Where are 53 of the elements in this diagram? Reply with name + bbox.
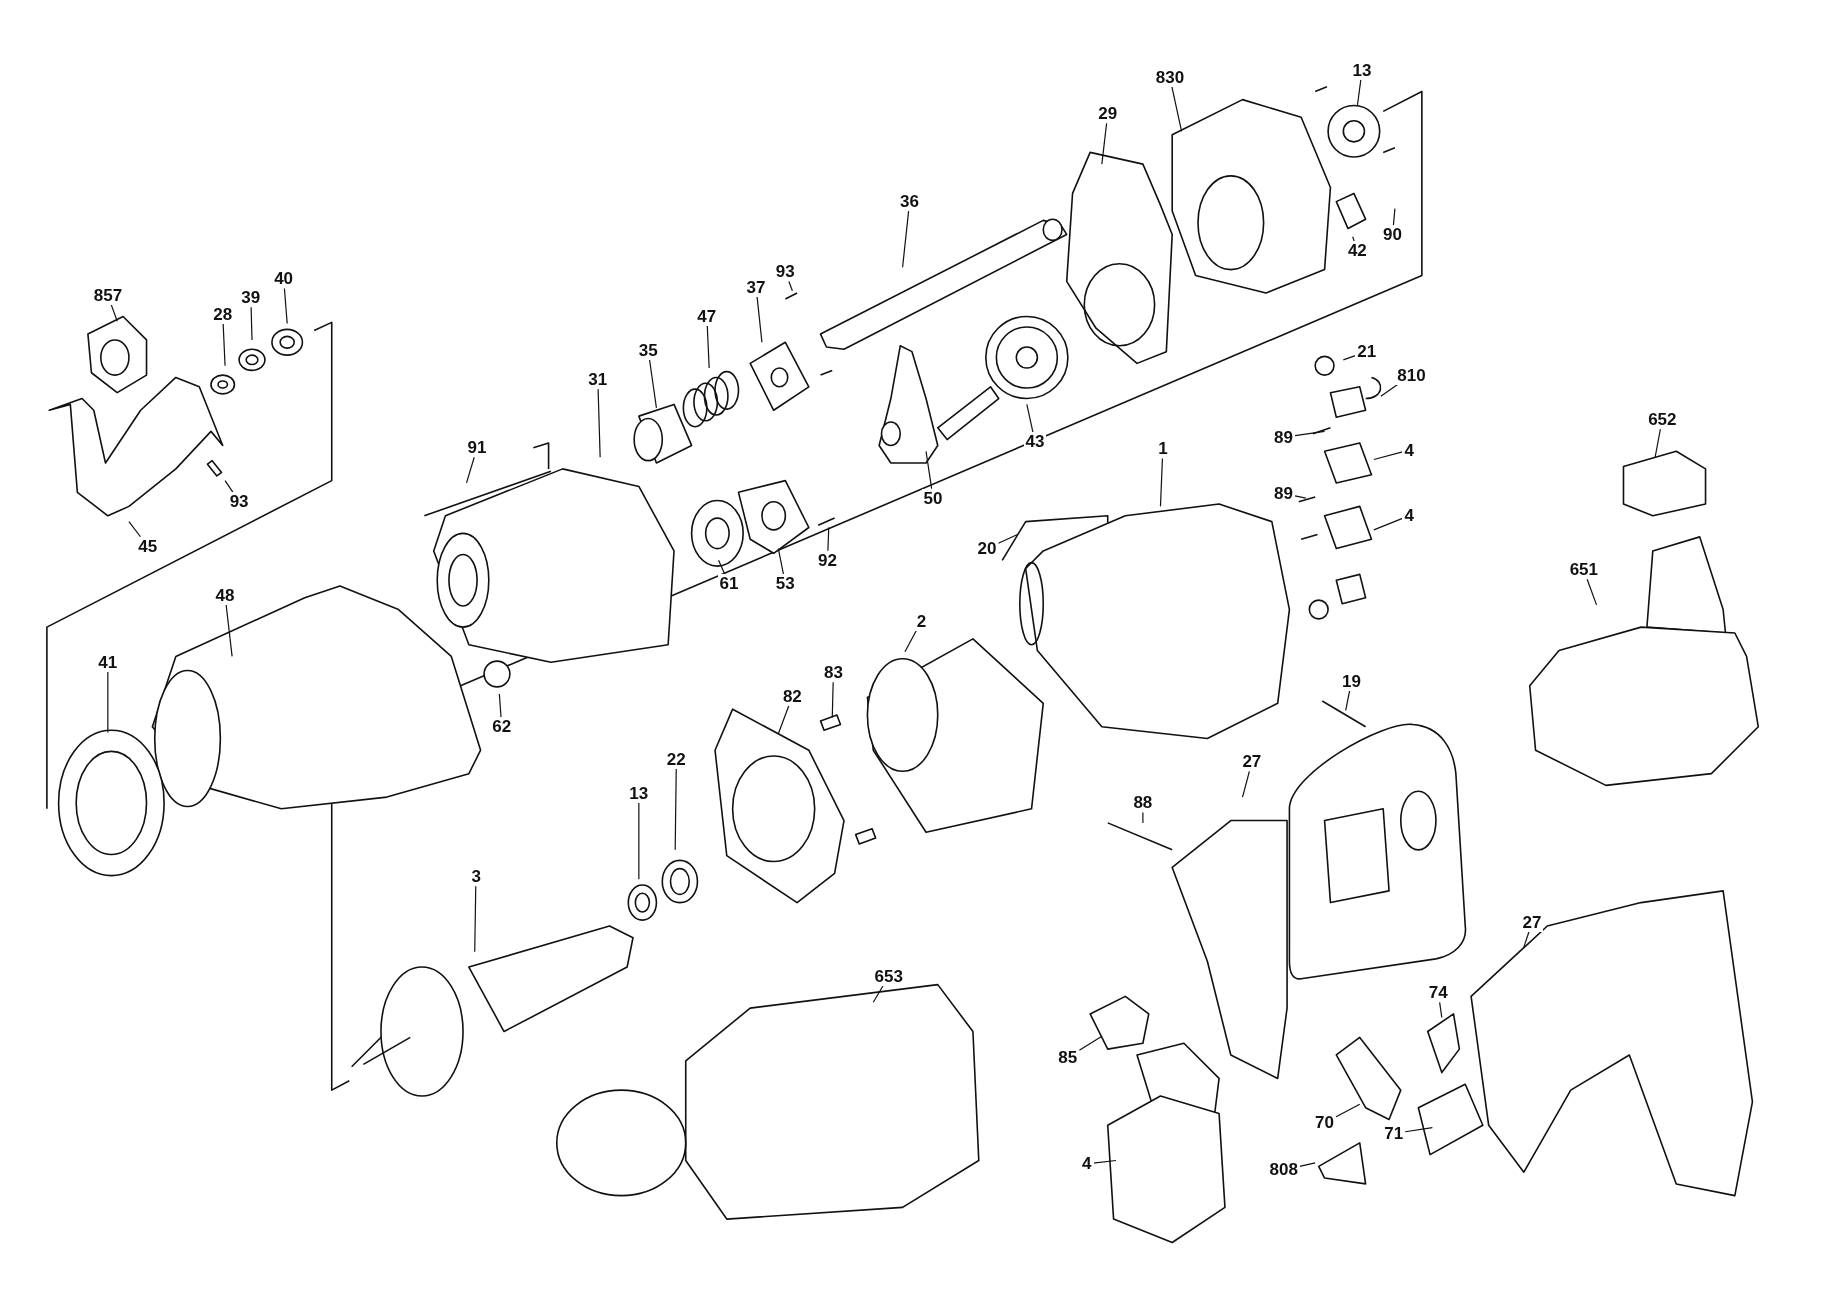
leader-line <box>997 533 1019 544</box>
leader-line <box>777 705 790 735</box>
leader-line <box>597 388 601 458</box>
leader-line <box>498 693 502 718</box>
leader-line <box>283 287 288 325</box>
leader-line <box>872 985 884 1003</box>
leader-line <box>1392 208 1396 226</box>
leader-line <box>110 304 118 322</box>
leader-line <box>250 306 253 341</box>
leader-line <box>1523 931 1530 948</box>
leader-line <box>925 450 933 490</box>
leader-line <box>1171 86 1183 132</box>
leader-line <box>1380 384 1399 397</box>
leader-line <box>649 359 658 409</box>
leader-line <box>1345 689 1351 711</box>
leader-line <box>1078 1035 1103 1051</box>
leader-line <box>465 456 475 484</box>
leader-line <box>706 325 710 369</box>
leader-line <box>827 526 830 552</box>
leader-line <box>1342 355 1356 361</box>
leader-line <box>777 548 785 575</box>
leader-line <box>831 681 834 718</box>
leader-line <box>1298 1162 1316 1167</box>
leader-line <box>1294 430 1326 437</box>
leader-line <box>756 296 763 343</box>
leader-line <box>1439 1001 1443 1019</box>
leader-line <box>788 280 793 292</box>
leader-line <box>1373 451 1404 461</box>
leader-line <box>474 885 477 953</box>
leader-line <box>1026 403 1034 434</box>
leader-line <box>717 559 726 575</box>
leader-line <box>1241 770 1250 798</box>
leader-line <box>902 210 910 268</box>
leader-line <box>225 604 233 658</box>
leader-line <box>1586 578 1598 606</box>
callout-number: 27 <box>1520 913 1544 932</box>
leader-line <box>904 630 917 653</box>
leader-line <box>1101 122 1108 165</box>
leader-line <box>1142 811 1144 824</box>
leader-line <box>1335 1103 1361 1118</box>
leader-line <box>128 521 142 538</box>
leader-line <box>1159 457 1164 507</box>
leader-line <box>1352 236 1355 242</box>
leader-line <box>1373 517 1404 531</box>
leader-line <box>222 323 226 367</box>
leader-line <box>107 671 109 734</box>
leader-line <box>1294 495 1307 499</box>
leader-line <box>1356 79 1362 107</box>
leader-line <box>1092 1159 1117 1164</box>
leader-line <box>674 768 677 851</box>
leader-line <box>1404 1127 1433 1133</box>
leader-line <box>1654 428 1661 458</box>
leader-line <box>638 802 640 880</box>
